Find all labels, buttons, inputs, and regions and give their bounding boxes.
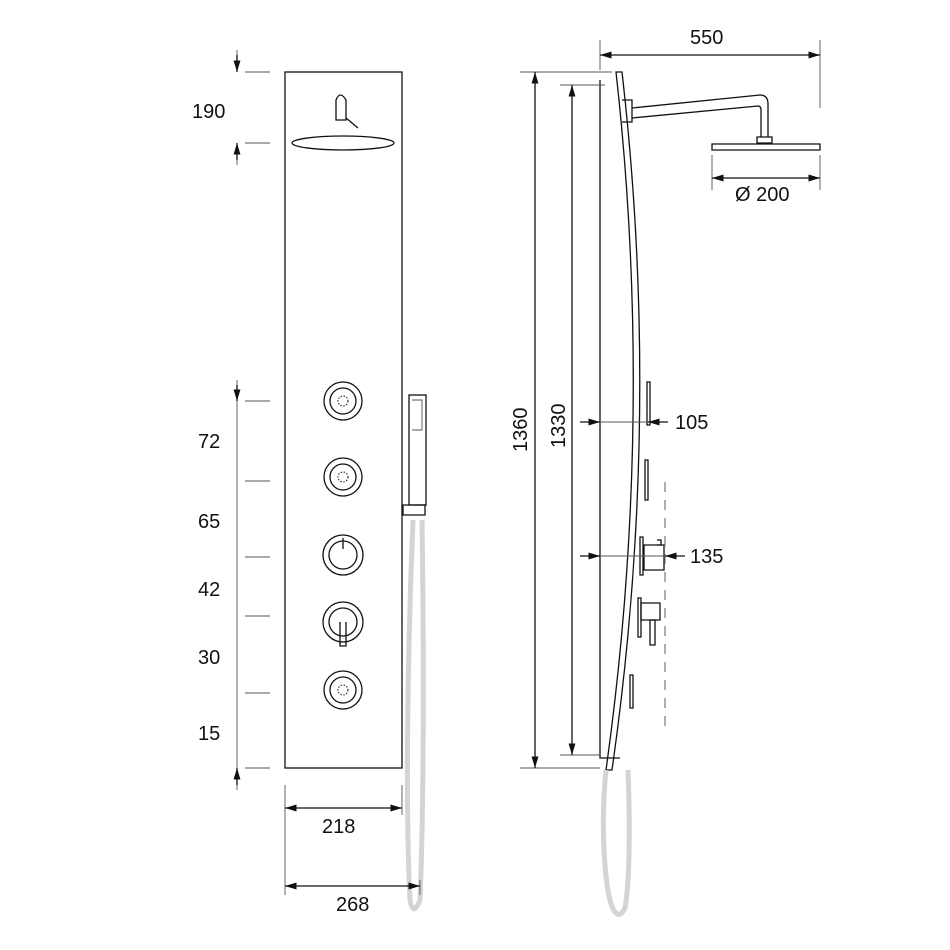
front-view: 190 72 65 42 30 15 218 268 — [192, 50, 427, 916]
dim-panel-height: 1330 — [548, 404, 570, 449]
body-jet-icon — [323, 670, 363, 710]
body-jet-icon — [323, 457, 363, 497]
dim-depth-jets: 105 — [675, 412, 708, 434]
side-shower-arm-and-head — [622, 94, 821, 151]
body-jet-icon — [323, 381, 363, 421]
dim-depth-controls: 135 — [690, 546, 723, 568]
dim-total-height: 1360 — [510, 408, 532, 453]
dim-spacing-5: 15 — [198, 723, 220, 745]
dim-spacing-1: 72 — [198, 431, 220, 453]
side-panel-back — [599, 80, 620, 759]
diverter-valve-icon — [322, 601, 364, 647]
hand-shower — [402, 394, 427, 912]
dim-top-height: 190 — [192, 101, 225, 123]
dim-head-diameter: Ø 200 — [735, 184, 789, 206]
thermostat-knob-icon — [322, 534, 364, 576]
dim-spacing-2: 65 — [198, 511, 220, 533]
side-fittings — [629, 381, 665, 709]
dim-spacing-4: 30 — [198, 647, 220, 669]
rain-shower-head-front — [291, 94, 395, 151]
front-panel — [284, 71, 403, 769]
dim-overall-width: 268 — [336, 894, 369, 916]
side-panel-glass — [605, 71, 641, 771]
dim-arm-reach: 550 — [690, 27, 723, 49]
dim-panel-width: 218 — [322, 816, 355, 838]
dim-spacing-3: 42 — [198, 579, 220, 601]
side-view: 550 Ø 200 105 135 1360 1330 — [510, 27, 821, 917]
